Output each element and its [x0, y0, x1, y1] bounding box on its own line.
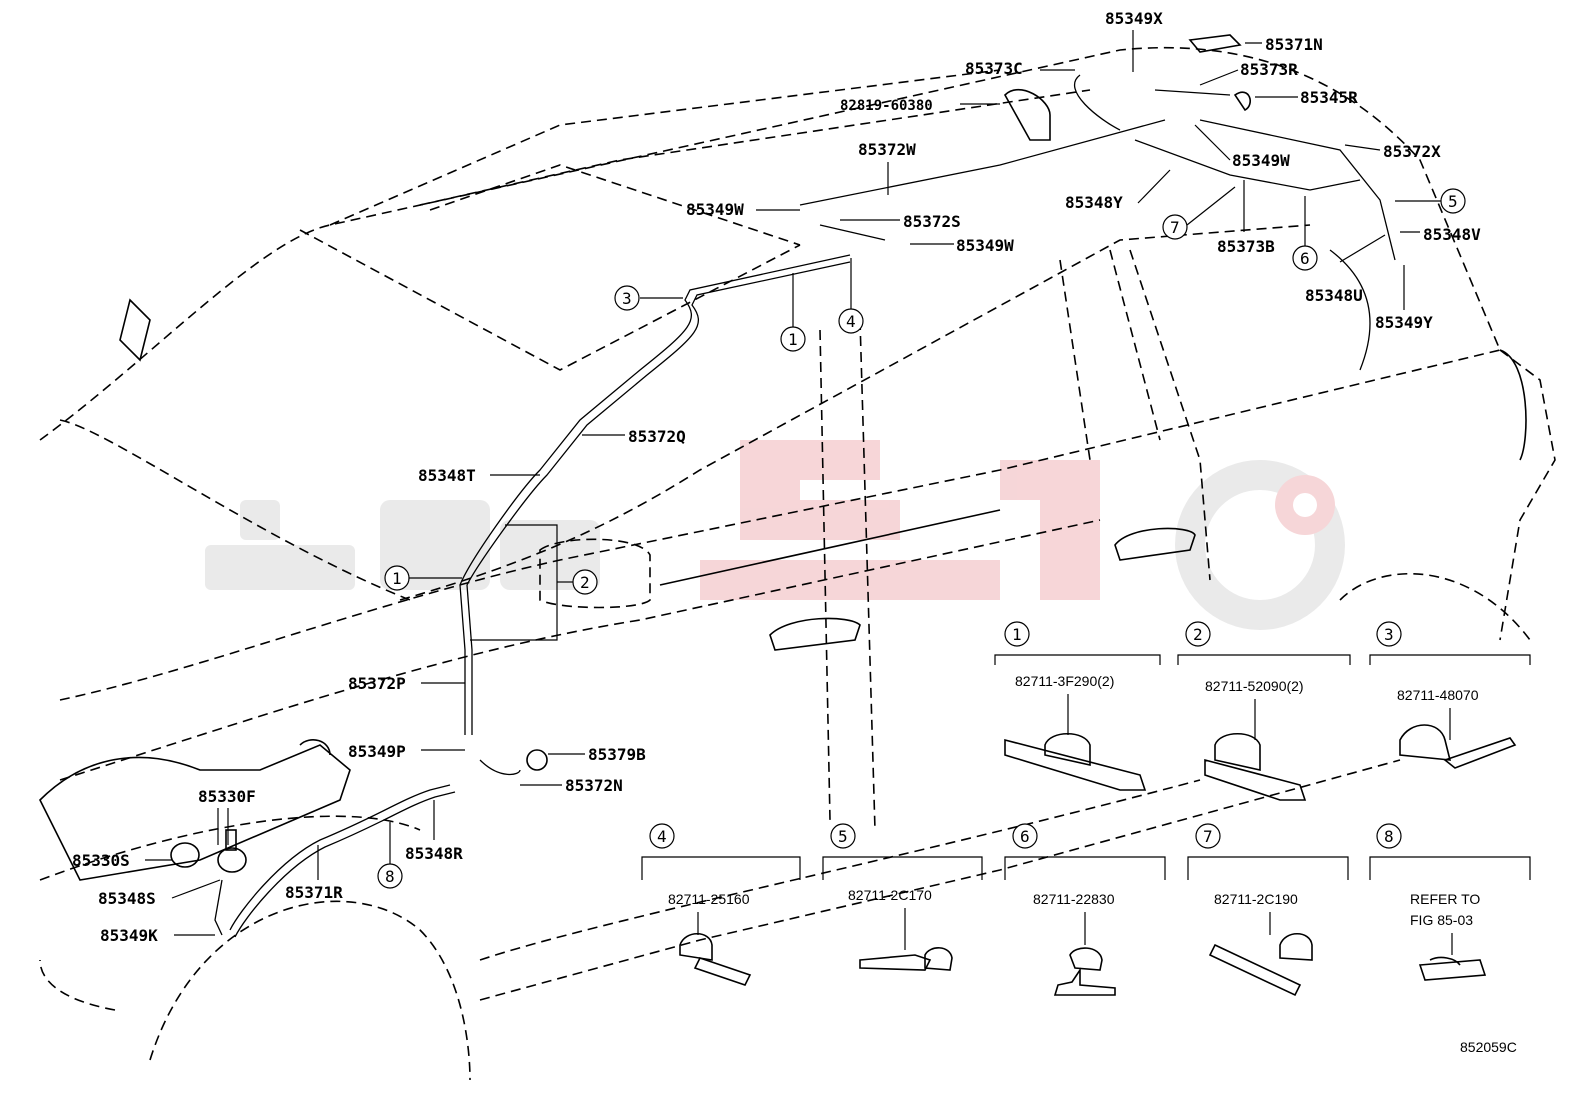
clip-7-code: 82711-2C190 [1214, 891, 1298, 907]
clip-panel-3: 3 82711-48070 [1369, 621, 1531, 769]
label-85349W-top: 85349W [1232, 151, 1290, 170]
label-82819-60380: 82819-60380 [840, 98, 933, 114]
label-85348R: 85348R [405, 844, 463, 863]
clip-1-code: 82711-3F290(2) [1015, 673, 1114, 689]
callout-6: 6 [1300, 249, 1310, 268]
clip-panel-8: 8 REFER TO FIG 85-03 [1369, 823, 1531, 981]
label-85330S: 85330S [72, 851, 130, 870]
label-85372P: 85372P [348, 674, 406, 693]
label-85348U: 85348U [1305, 286, 1363, 305]
vehicle-callouts: 3 1 4 7 6 5 1 2 8 [377, 186, 1466, 889]
label-85371N: 85371N [1265, 35, 1323, 54]
clip-panel-5: 5 82711-2C170 [822, 823, 983, 971]
label-85348Y: 85348Y [1065, 193, 1123, 212]
callout-3: 3 [622, 289, 632, 308]
clip-5-number: 5 [838, 827, 848, 846]
callout-8: 8 [385, 867, 395, 886]
clip-2-code: 82711-52090(2) [1205, 678, 1304, 694]
clip-6-code: 82711-22830 [1033, 891, 1115, 907]
callout-5: 5 [1448, 192, 1458, 211]
vehicle-outline [39, 46, 1556, 1081]
label-85372Q: 85372Q [628, 427, 686, 446]
small-parts [526, 34, 1251, 771]
clip-2-number: 2 [1193, 625, 1203, 644]
callout-4: 4 [846, 312, 856, 331]
label-85373C: 85373C [965, 59, 1023, 78]
label-85349W-left: 85349W [686, 200, 744, 219]
clip-panel-2: 2 82711-52090(2) [1177, 621, 1351, 801]
label-85349W-mid: 85349W [956, 236, 1014, 255]
callout-2: 2 [580, 573, 590, 592]
figure-code: 852059C [1460, 1039, 1517, 1055]
clip-panel-6: 6 82711-22830 [1004, 823, 1166, 996]
label-85348V: 85348V [1423, 225, 1481, 244]
clip-4-code: 82711-25160 [668, 891, 750, 907]
label-85349Y: 85349Y [1375, 313, 1433, 332]
clip-6-number: 6 [1020, 827, 1030, 846]
callout-1-left: 1 [392, 569, 402, 588]
clip-3-number: 3 [1384, 625, 1394, 644]
door-handles [769, 527, 1196, 651]
label-85330F: 85330F [198, 787, 256, 806]
clip-8-number: 8 [1384, 827, 1394, 846]
callout-1-top: 1 [788, 330, 798, 349]
check-valve [1233, 91, 1251, 112]
side-mirror [539, 538, 651, 609]
clip-4-number: 4 [657, 827, 667, 846]
clip-panel-7: 7 82711-2C190 [1187, 823, 1349, 997]
clip-3-code: 82711-48070 [1397, 687, 1479, 703]
label-85371R: 85371R [285, 883, 343, 902]
clip-8-refer-line2: FIG 85-03 [1410, 912, 1473, 928]
label-85349P: 85349P [348, 742, 406, 761]
label-85372W: 85372W [858, 140, 916, 159]
clip-8-refer-line1: REFER TO [1410, 891, 1480, 907]
callout-7: 7 [1170, 218, 1180, 237]
rear-nozzle [1188, 34, 1242, 53]
watermark-logo [205, 440, 1345, 630]
label-85345R: 85345R [1300, 88, 1358, 107]
washer-hoses [214, 74, 1396, 938]
label-85348T: 85348T [418, 466, 476, 485]
label-85349X: 85349X [1105, 9, 1163, 28]
label-85373R: 85373R [1240, 60, 1298, 79]
cap-85379B [526, 749, 548, 771]
label-85379B: 85379B [588, 745, 646, 764]
clip-5-code: 82711-2C170 [848, 887, 932, 903]
label-85348S: 85348S [98, 889, 156, 908]
grommet [1004, 88, 1051, 141]
labels: 85349X 85371N 85373C 85373R 82819-60380 … [72, 9, 1481, 945]
label-85373B: 85373B [1217, 237, 1275, 256]
label-85372X: 85372X [1383, 142, 1441, 161]
clip-panel-4: 4 82711-25160 [641, 823, 801, 986]
label-85372N: 85372N [565, 776, 623, 795]
engine-bay [39, 739, 351, 881]
clip-7-number: 7 [1203, 827, 1213, 846]
label-85349K: 85349K [100, 926, 158, 945]
clip-1-number: 1 [1012, 625, 1022, 644]
label-85372S: 85372S [903, 212, 961, 231]
clip-panel-1: 1 82711-3F290(2) [994, 621, 1161, 791]
